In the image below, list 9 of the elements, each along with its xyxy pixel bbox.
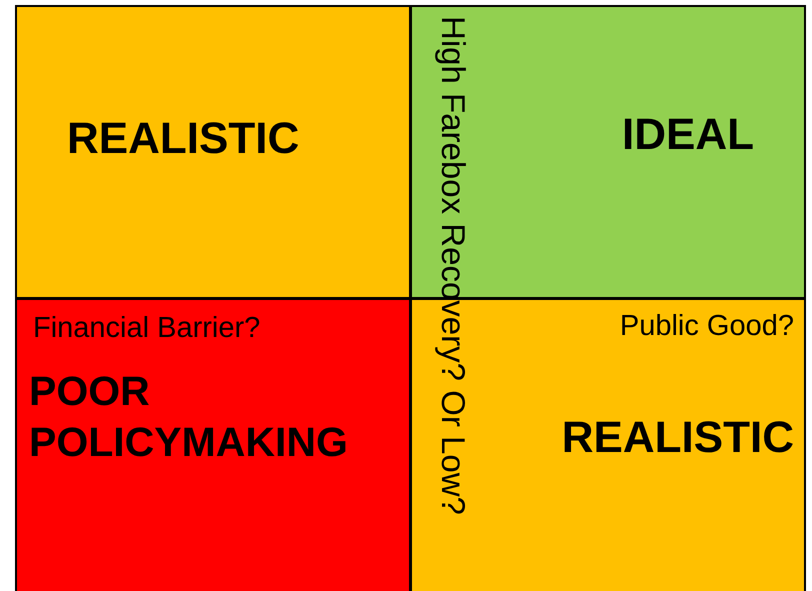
quadrant-heading: REALISTIC <box>67 113 300 165</box>
quadrant-box <box>15 298 411 591</box>
quadrant-heading: POOR POLICYMAKING <box>29 367 349 468</box>
quadrant-heading: IDEAL <box>622 109 754 161</box>
quadrant-question: Public Good? <box>620 309 794 344</box>
quadrant-heading: REALISTIC <box>562 412 794 464</box>
axis-label: High Farebox Recovery? Or Low? <box>434 16 472 515</box>
quadrant-box <box>15 5 411 299</box>
quadrant-question: Financial Barrier? <box>33 311 260 346</box>
